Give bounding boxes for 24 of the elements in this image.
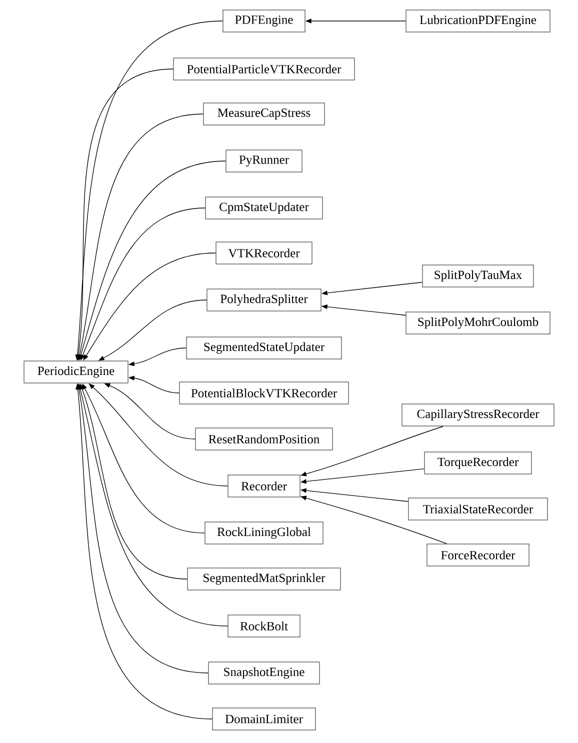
class-box: RockBolt — [228, 614, 300, 638]
class-box: MeasureCapStress — [203, 102, 325, 126]
class-box: SegmentedMatSprinkler — [187, 568, 341, 590]
class-box: DomainLimiter — [212, 708, 316, 730]
class-box: Recorder — [228, 474, 300, 498]
class-box: PotentialParticleVTKRecorder — [173, 58, 355, 80]
class-box: SplitPolyTauMax — [422, 264, 534, 288]
class-box: ForceRecorder — [426, 544, 530, 566]
class-box: PotentialBlockVTKRecorder — [179, 382, 349, 404]
class-box: CapillaryStressRecorder — [402, 404, 554, 426]
class-box: SplitPolyMohrCoulomb — [406, 312, 550, 334]
class-box: TorqueRecorder — [424, 452, 532, 474]
class-box: PDFEngine — [222, 10, 306, 32]
class-box: TriaxialStateRecorder — [408, 498, 548, 520]
class-box: CpmStateUpdater — [205, 196, 323, 220]
class-box: ResetRandomPosition — [195, 428, 333, 450]
class-box: PeriodicEngine — [24, 360, 128, 384]
class-box: VTKRecorder — [216, 242, 312, 264]
class-box: SnapshotEngine — [208, 662, 320, 684]
class-box: PolyhedraSplitter — [206, 288, 322, 312]
class-box: RockLiningGlobal — [204, 522, 324, 544]
class-box: LubricationPDFEngine — [406, 10, 550, 32]
class-box: SegmentedStateUpdater — [186, 336, 342, 360]
class-box: PyRunner — [226, 150, 302, 172]
